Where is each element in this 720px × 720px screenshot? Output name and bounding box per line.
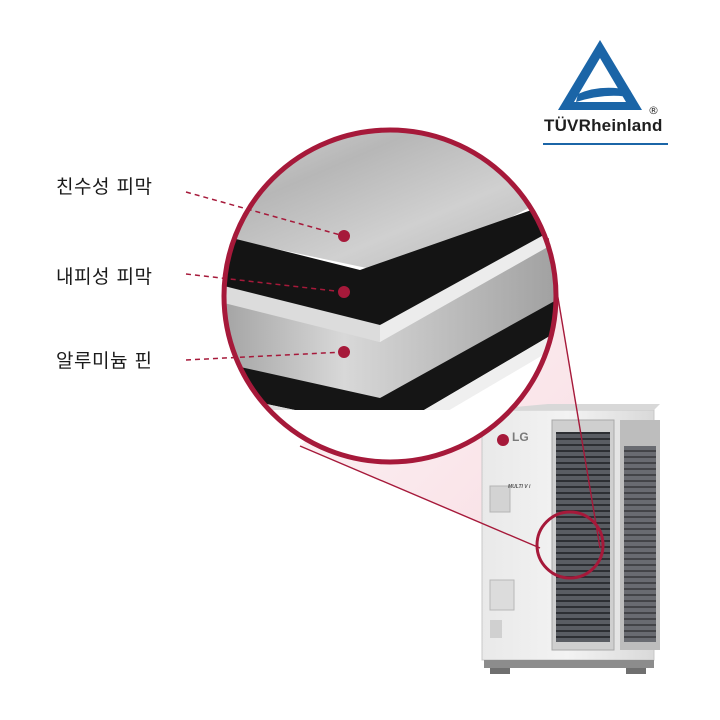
hvac-unit	[481, 404, 660, 674]
marker-dot-1	[338, 230, 350, 242]
brand-logo-text: LG	[512, 430, 529, 444]
target-ring	[535, 510, 605, 580]
model-badge: MULTI V i	[508, 484, 531, 490]
marker-dot-2	[338, 286, 350, 298]
tuv-rheinland-logo-text: TÜVRheinland	[544, 116, 663, 135]
marker-dot-3	[338, 346, 350, 358]
zoom-ring	[221, 127, 559, 465]
tuv-rheinland-triangle-icon	[558, 40, 642, 110]
layer-label-aluminum-fin: 알루미늄 핀	[56, 350, 153, 372]
leader-line-1	[185, 191, 345, 237]
registered-mark: ®	[648, 104, 659, 117]
tuv-underline	[543, 143, 668, 145]
layer-label-corrosion-resistant: 내피성 피막	[56, 266, 153, 288]
layer-label-hydrophilic: 친수성 피막	[56, 176, 153, 198]
